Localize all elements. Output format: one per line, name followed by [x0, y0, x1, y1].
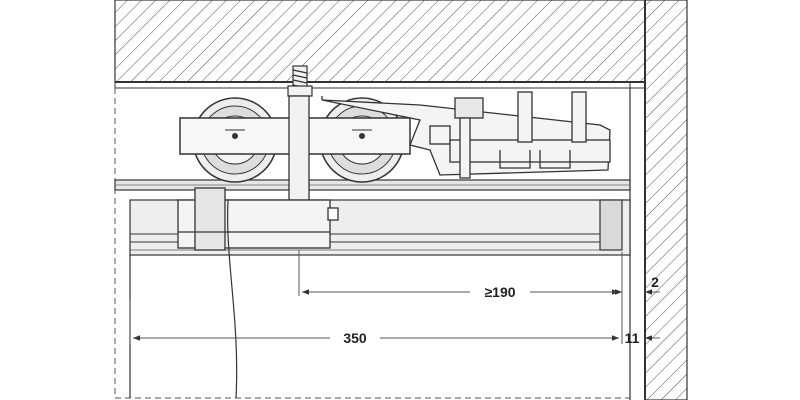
dimension-min-offset-label: ≥190 — [484, 284, 515, 300]
soft-close-mechanism — [321, 91, 611, 179]
top-track-rail — [114, 179, 631, 191]
dimension-wall-offset-label: 11 — [625, 330, 640, 346]
mounting-screw — [287, 65, 313, 97]
dimension-total-width-label: 350 — [343, 330, 367, 346]
dimension-lines — [129, 250, 660, 344]
dashed-outline — [114, 88, 630, 399]
dimension-side-gap-label: 2 — [651, 274, 659, 290]
door-hanger-block — [177, 187, 339, 251]
side-wall-section — [629, 0, 688, 400]
roller-carriage — [179, 95, 411, 203]
ceiling-section — [114, 0, 646, 89]
